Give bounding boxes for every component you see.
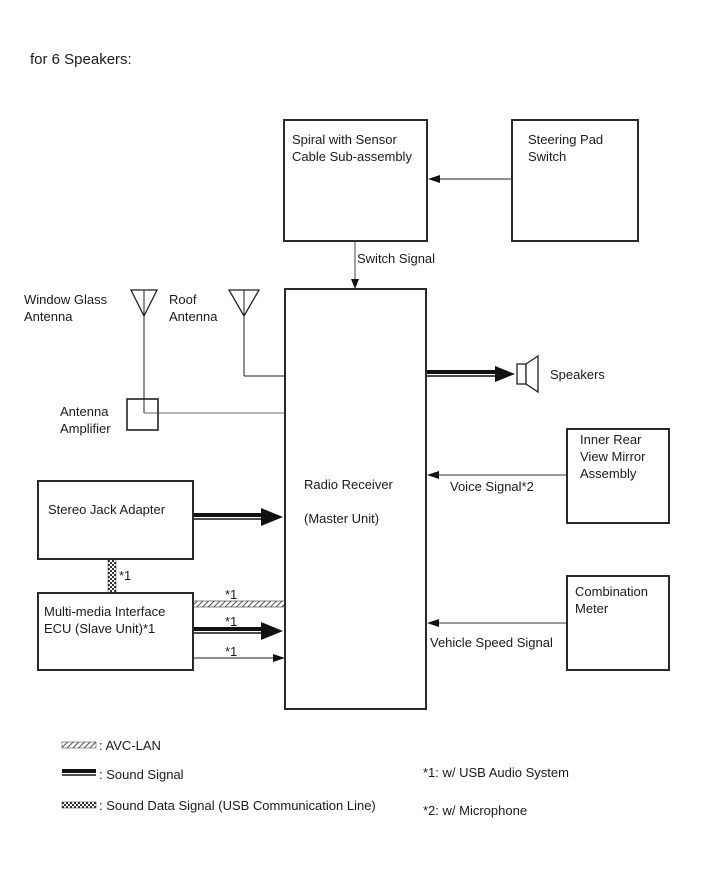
- avc-note-label: *1: [225, 587, 238, 602]
- usb-note-label: *1: [119, 568, 132, 583]
- spiral-cable-label: Spiral with Sensor Cable Sub-assembly: [292, 132, 412, 164]
- mmi-ecu-box: Multi-media Interface ECU (Slave Unit)*1: [37, 592, 194, 671]
- switch-signal-label: Switch Signal: [357, 251, 436, 266]
- note-2: *2: w/ Microphone: [423, 803, 528, 818]
- sound-note-label: *1: [225, 614, 238, 629]
- antenna-amplifier-label: Antenna Amplifier: [60, 404, 111, 436]
- legend-usb-label: : Sound Data Signal (USB Communication L…: [99, 798, 376, 813]
- steering-to-spiral-arrowhead: [428, 175, 440, 183]
- stereo-jack-arrowhead: [261, 508, 283, 526]
- voice-signal-label: Voice Signal*2: [450, 479, 534, 494]
- combination-meter-box: Combination Meter: [566, 575, 670, 671]
- mirror-box: Inner Rear View Mirror Assembly: [566, 428, 670, 524]
- mmi-sound-arrowhead: [261, 622, 283, 640]
- steering-pad-box: Steering Pad Switch: [511, 119, 639, 242]
- vehicle-speed-label: Vehicle Speed Signal: [430, 635, 553, 650]
- mmi-ecu-label: Multi-media Interface ECU (Slave Unit)*1: [44, 604, 166, 636]
- usb-line-vertical: [107, 558, 117, 594]
- switch-signal-arrowhead: [351, 279, 359, 289]
- radio-receiver-label: Radio Receiver: [304, 477, 393, 492]
- avc-lan-line: [192, 600, 286, 608]
- legend-sound-label: : Sound Signal: [99, 767, 184, 782]
- radio-master-label: (Master Unit): [304, 511, 380, 526]
- roof-antenna-label: Roof Antenna: [169, 292, 218, 324]
- spiral-cable-box: Spiral with Sensor Cable Sub-assembly: [283, 119, 428, 242]
- legend-usb-swatch: [61, 801, 97, 809]
- speaker-icon: [516, 363, 527, 385]
- page-heading: for 6 Speakers:: [30, 51, 132, 68]
- antenna-amplifier-box: [126, 398, 159, 431]
- mirror-label: Inner Rear View Mirror Assembly: [580, 432, 646, 481]
- combination-meter-label: Combination Meter: [575, 584, 648, 616]
- stereo-jack-label: Stereo Jack Adapter: [48, 502, 166, 517]
- radio-receiver-box: Radio Receiver (Master Unit): [284, 288, 427, 710]
- legend-avc-label: : AVC-LAN: [99, 738, 161, 753]
- speakers-label: Speakers: [550, 367, 605, 382]
- note-1: *1: w/ USB Audio System: [423, 765, 569, 780]
- legend-avc-swatch: [61, 741, 97, 749]
- steering-pad-label: Steering Pad Switch: [528, 132, 604, 164]
- window-antenna-label: Window Glass Antenna: [24, 292, 108, 324]
- speakers-arrowhead: [495, 366, 515, 382]
- stereo-jack-box: Stereo Jack Adapter: [37, 480, 194, 560]
- thin-note-label: *1: [225, 644, 238, 659]
